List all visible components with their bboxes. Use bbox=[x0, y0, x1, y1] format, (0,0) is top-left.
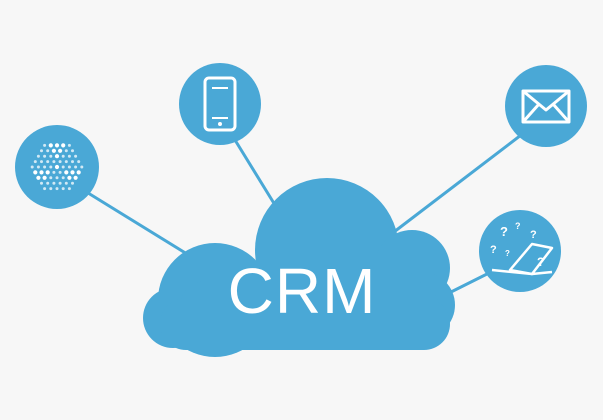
network-dot bbox=[58, 160, 62, 164]
connectors bbox=[78, 130, 527, 302]
network-dot bbox=[58, 181, 62, 185]
network-dot bbox=[36, 165, 40, 169]
network-dot bbox=[46, 149, 50, 153]
svg-text:?: ? bbox=[500, 224, 508, 239]
network-dot bbox=[70, 170, 75, 175]
network-dot bbox=[64, 160, 68, 164]
network-dot bbox=[73, 175, 78, 180]
network-dot bbox=[42, 175, 47, 180]
connector-mobile bbox=[233, 138, 277, 207]
email-node bbox=[505, 65, 587, 147]
network-dot bbox=[36, 175, 41, 180]
network-dot bbox=[71, 181, 74, 185]
network-dot bbox=[54, 164, 60, 170]
network-dot bbox=[33, 170, 38, 175]
network-dot bbox=[45, 170, 50, 175]
network-dot bbox=[46, 160, 50, 164]
network-dot bbox=[58, 170, 62, 174]
network-dot bbox=[51, 148, 57, 153]
network-dot bbox=[61, 187, 65, 191]
network-dot bbox=[46, 181, 50, 185]
svg-text:?: ? bbox=[530, 229, 537, 241]
svg-text:?: ? bbox=[490, 244, 497, 256]
network-dot bbox=[36, 154, 40, 158]
smartphone-icon bbox=[203, 76, 237, 132]
network-dot bbox=[74, 165, 78, 169]
network-dot bbox=[49, 176, 53, 180]
network-dot bbox=[61, 154, 65, 158]
cloud-label: CRM bbox=[228, 255, 377, 327]
crm-cloud bbox=[143, 178, 455, 357]
network-dot bbox=[54, 154, 60, 159]
network-dot bbox=[52, 160, 56, 164]
network-hexagon-icon bbox=[30, 143, 84, 191]
svg-text:?: ? bbox=[515, 221, 521, 231]
svg-text:?: ? bbox=[505, 249, 510, 258]
mobile-node bbox=[179, 63, 261, 145]
network-dot bbox=[61, 176, 65, 180]
network-dot bbox=[61, 165, 65, 169]
network-dot bbox=[55, 176, 59, 180]
network-dot bbox=[48, 143, 53, 148]
network-dot bbox=[30, 165, 34, 169]
network-dot bbox=[67, 187, 71, 191]
support-node: ? ? ? ? ? ? bbox=[479, 210, 561, 292]
network-dot bbox=[54, 143, 60, 148]
network-dot bbox=[64, 181, 68, 185]
connector-network bbox=[78, 186, 202, 264]
network-dot bbox=[43, 143, 47, 147]
network-dot bbox=[33, 160, 37, 164]
network-dot bbox=[39, 170, 44, 175]
network-node bbox=[15, 125, 99, 209]
network-dot bbox=[58, 148, 63, 153]
network-dot bbox=[74, 154, 78, 158]
network-dot bbox=[40, 149, 43, 153]
network-dot bbox=[43, 187, 47, 191]
network-dot bbox=[40, 181, 43, 185]
network-dot bbox=[64, 170, 69, 175]
network-dot bbox=[64, 149, 68, 153]
network-dot bbox=[52, 170, 56, 174]
network-dot bbox=[43, 165, 47, 169]
network-dot bbox=[67, 175, 72, 180]
network-dot bbox=[55, 187, 59, 191]
network-dot bbox=[43, 154, 47, 158]
laptop-question-icon: ? ? ? ? ? ? bbox=[490, 221, 554, 276]
envelope-icon bbox=[521, 89, 571, 124]
network-dot bbox=[67, 165, 71, 169]
network-dot bbox=[71, 160, 74, 164]
network-dot bbox=[76, 170, 81, 175]
network-dot bbox=[71, 149, 74, 153]
network-dot bbox=[49, 187, 53, 191]
network-dot bbox=[67, 143, 71, 147]
network-dot bbox=[61, 143, 66, 148]
network-dot bbox=[40, 160, 43, 164]
svg-text:?: ? bbox=[537, 255, 544, 269]
connector-email bbox=[388, 130, 527, 237]
network-dot bbox=[52, 181, 56, 185]
network-dot bbox=[49, 154, 53, 158]
network-dot bbox=[67, 154, 71, 158]
network-dot bbox=[80, 165, 84, 169]
network-dot bbox=[49, 165, 53, 169]
network-dot bbox=[77, 160, 81, 164]
